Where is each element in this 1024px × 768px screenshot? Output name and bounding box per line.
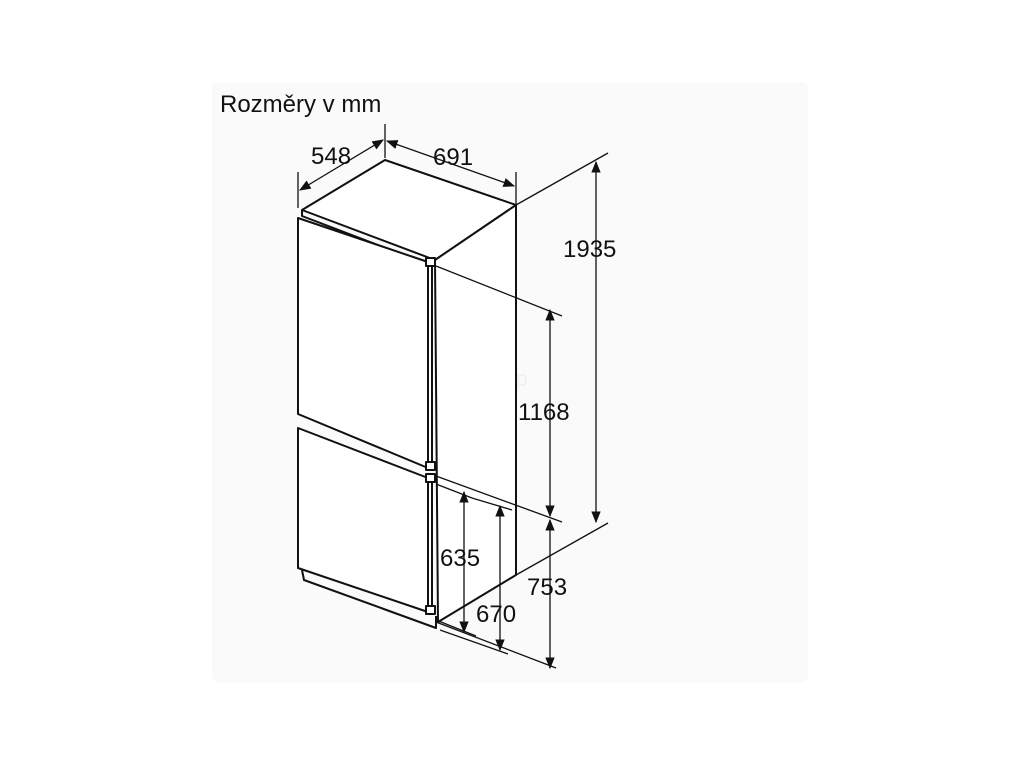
depth-dim-line — [298, 139, 385, 191]
total-height-ext-top — [515, 152, 609, 206]
lower-height-ext-bottom — [435, 621, 557, 669]
upper-door — [297, 217, 429, 469]
depth-label: 548 — [311, 143, 351, 170]
total-height-label: 1935 — [563, 236, 616, 263]
upper-height-ext-top — [435, 265, 563, 317]
lower-hinge — [425, 605, 436, 615]
niche635-ext-bottom — [435, 619, 477, 637]
lower-height-label: 753 — [527, 574, 567, 601]
niche670-ext-bottom — [439, 629, 509, 655]
upper-hinge — [425, 257, 436, 267]
upper-height-label: 1168 — [518, 399, 570, 426]
refrigerator-outline — [297, 159, 517, 629]
width-label: 691 — [433, 144, 473, 171]
niche-670-label: 670 — [476, 601, 516, 628]
niche670-ext-top — [471, 497, 513, 511]
upper-height-ext-bottom — [435, 475, 563, 523]
mid-hinge-bottom — [425, 473, 436, 483]
niche-635-label: 635 — [440, 545, 480, 572]
total-height-ext-bottom — [515, 522, 609, 576]
mid-hinge-top — [425, 461, 436, 471]
dimension-lines — [297, 124, 609, 670]
drawing-title: Rozměry v mm — [220, 91, 381, 118]
width-dim-line — [385, 140, 516, 187]
